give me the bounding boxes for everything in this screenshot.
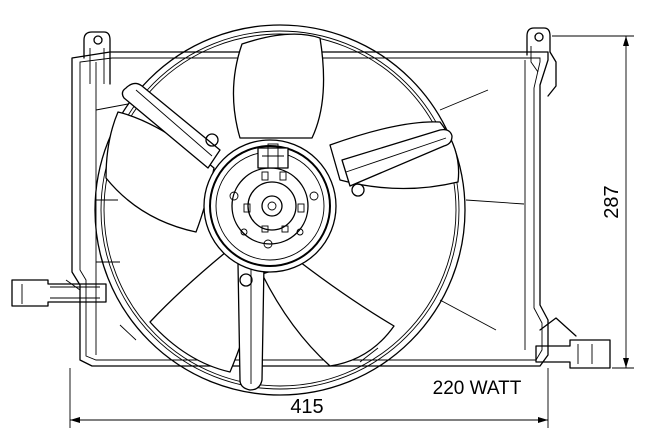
bottom-right-connector: [535, 317, 611, 369]
shroud-frame: [71, 51, 549, 367]
top-right-bracket: [526, 27, 557, 97]
top-left-bracket: [83, 31, 111, 85]
shroud-ribs: [95, 89, 525, 363]
blade-top: [232, 33, 325, 139]
height-dimension-label: 287: [601, 185, 623, 218]
motor-hub: [203, 133, 365, 287]
blade-upper-left: [105, 111, 215, 233]
motor-spokes: [121, 82, 453, 391]
left-side-clip: [11, 279, 107, 307]
width-dimension-label: 415: [290, 396, 323, 418]
fan-ring: [94, 24, 466, 396]
dimension-lines: [69, 35, 634, 428]
fan-blades: [105, 33, 460, 373]
power-rating-label: 220 WATT: [433, 378, 522, 399]
blade-lower-right: [261, 261, 395, 367]
